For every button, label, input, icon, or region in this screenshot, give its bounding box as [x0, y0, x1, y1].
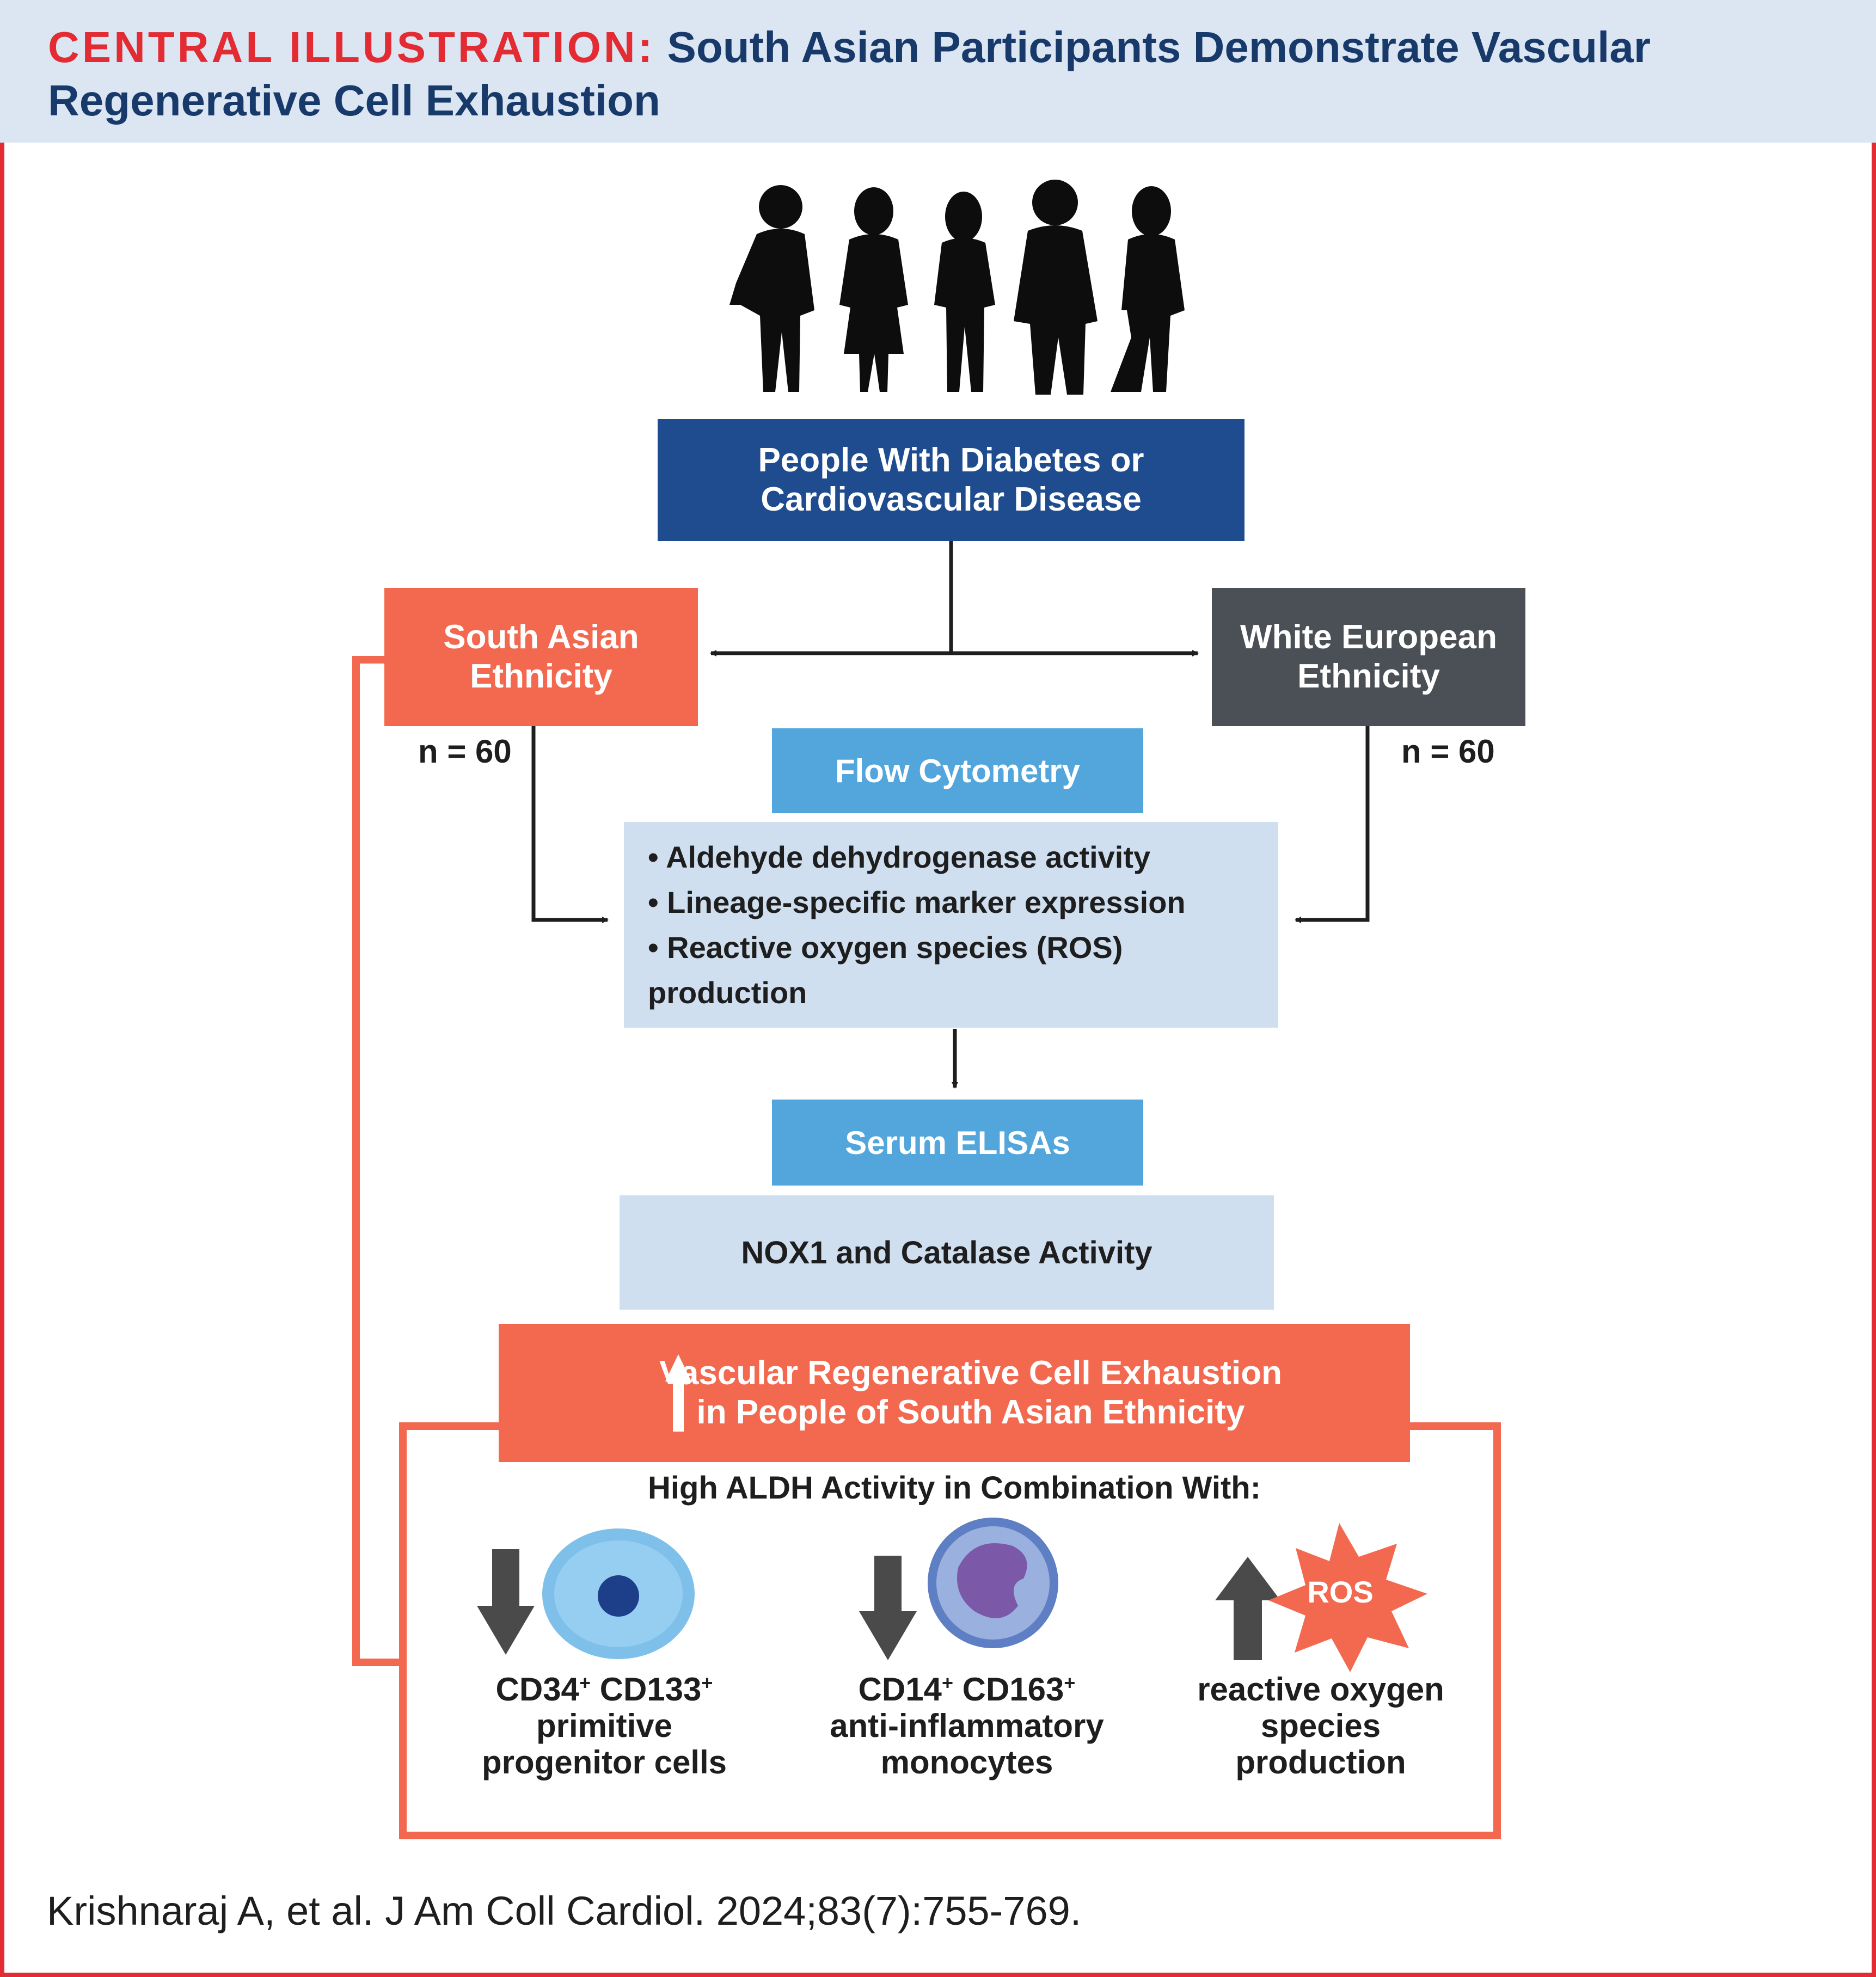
- header-banner: CENTRAL ILLUSTRATION: South Asian Partic…: [0, 0, 1876, 143]
- population-box: People With Diabetes or Cardiovascular D…: [658, 419, 1244, 541]
- label-line: species: [1260, 1708, 1381, 1744]
- marker-sup: +: [941, 1672, 953, 1694]
- citation: Krishnaraj A, et al. J Am Coll Cardiol. …: [47, 1888, 1082, 1933]
- nox-catalase-box: NOX1 and Catalase Activity: [620, 1195, 1274, 1310]
- findings-title: High ALDH Activity in Combination With:: [647, 1470, 1261, 1506]
- flow-cytometry-box: Flow Cytometry: [772, 728, 1143, 813]
- label-line: primitive: [536, 1708, 673, 1744]
- ros-burst-icon: [1268, 1523, 1427, 1672]
- marker-text: CD34: [495, 1671, 579, 1708]
- decrease-arrow-icon: [477, 1549, 535, 1655]
- title-text: South Asian Participants Demonstrate Vas…: [48, 23, 1651, 125]
- marker-text: CD133: [599, 1671, 702, 1708]
- label-line: monocytes: [880, 1744, 1053, 1780]
- increase-arrow-icon: [665, 1354, 691, 1432]
- flow-cytometry-list: • Aldehyde dehydrogenase activity • Line…: [624, 822, 1278, 1028]
- list-item: • Lineage-specific marker expression: [648, 885, 1186, 919]
- label-line: reactive oxygen: [1197, 1671, 1444, 1708]
- label-line: production: [1235, 1744, 1406, 1780]
- marker-sup: +: [579, 1672, 591, 1694]
- page-title: CENTRAL ILLUSTRATION: South Asian Partic…: [48, 21, 1844, 127]
- label-line: anti-inflammatory: [830, 1708, 1104, 1744]
- marker-text: CD163: [962, 1671, 1064, 1708]
- label-line: progenitor cells: [481, 1744, 727, 1780]
- serum-elisas-box: Serum ELISAs: [772, 1100, 1143, 1186]
- progenitor-cell-icon: [542, 1528, 695, 1659]
- result-line-2: in People of South Asian Ethnicity: [696, 1393, 1245, 1431]
- list-item: • Aldehyde dehydrogenase activity: [648, 840, 1151, 874]
- increase-arrow-icon: [1215, 1557, 1280, 1660]
- monocyte-label: CD14+ CD163+ anti-inflammatory monocytes: [793, 1671, 1141, 1780]
- person-silhouette-icon: [934, 192, 995, 392]
- progenitor-label: CD34+ CD133+ primitive progenitor cells: [430, 1671, 778, 1780]
- person-silhouette-icon: [729, 185, 814, 392]
- monocyte-icon: [928, 1518, 1058, 1648]
- ros-label: ROS: [1307, 1575, 1374, 1609]
- south-asian-box: South Asian Ethnicity: [384, 588, 698, 726]
- person-silhouette-icon: [1111, 186, 1185, 392]
- ros-production-label: reactive oxygen species production: [1147, 1671, 1495, 1780]
- person-silhouette-icon: [1014, 180, 1098, 395]
- decrease-arrow-icon: [859, 1556, 917, 1660]
- people-silhouettes-icon: [729, 180, 1185, 395]
- marker-sup: +: [701, 1672, 713, 1694]
- white-european-count: n = 60: [1401, 733, 1495, 770]
- title-label: CENTRAL ILLUSTRATION:: [48, 23, 655, 71]
- south-asian-count: n = 60: [418, 733, 512, 770]
- marker-text: CD14: [858, 1671, 942, 1708]
- marker-sup: +: [1064, 1672, 1076, 1694]
- result-box: Vascular Regenerative Cell Exhaustion in…: [499, 1324, 1410, 1462]
- person-silhouette-icon: [839, 187, 908, 392]
- result-line-1: Vascular Regenerative Cell Exhaustion: [659, 1354, 1283, 1392]
- white-european-box: White European Ethnicity: [1212, 588, 1525, 726]
- list-item: • Reactive oxygen species (ROS) producti…: [648, 930, 1123, 1010]
